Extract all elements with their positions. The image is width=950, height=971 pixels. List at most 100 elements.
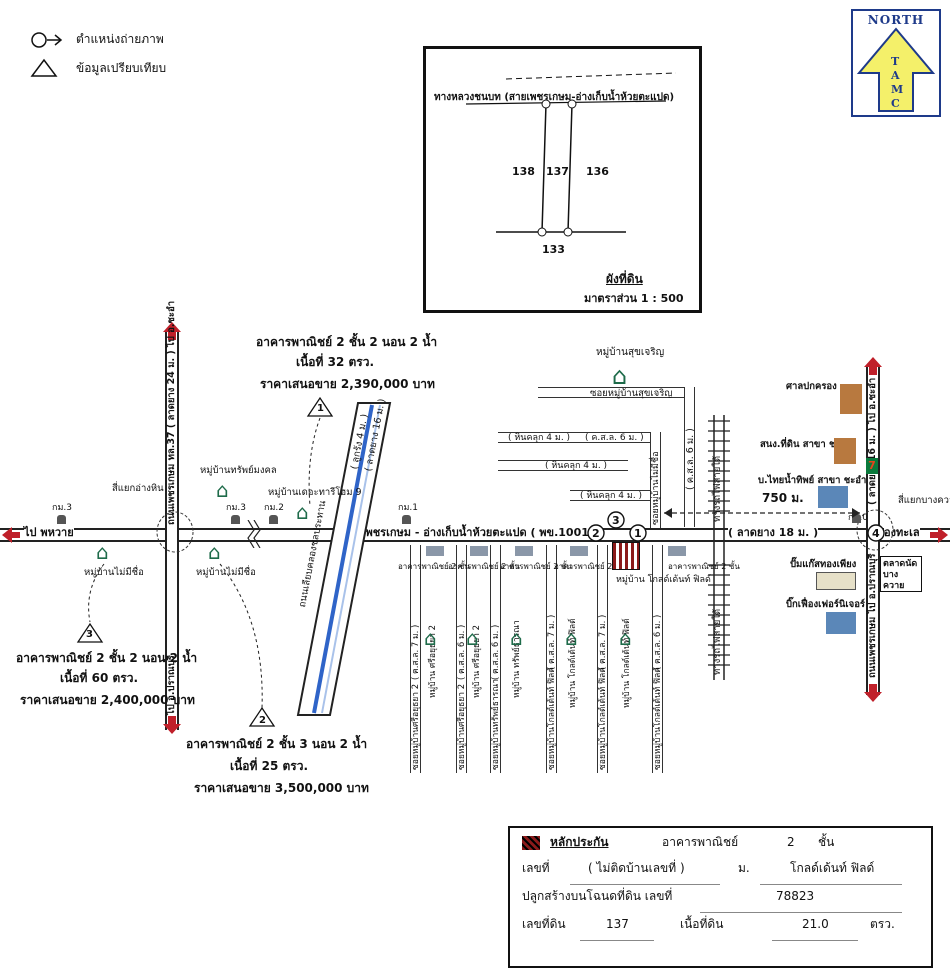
photo-point-2-label: 2	[592, 527, 600, 540]
land-office-building-icon	[834, 438, 856, 464]
railway	[708, 415, 730, 680]
legend-photo-position: ตำแหน่งถ่ายภาพ	[30, 30, 164, 49]
side-soi-2-village: หมู่บ้าน ศรีอยุธยา 2	[472, 625, 482, 698]
main-road-label: ถนนเพชรเกษม - อ่างเก็บน้ำห้วยตะแปด ( พข.…	[340, 526, 598, 539]
village-nameless-mid-label: หมู่บ้านไม่มีชื่อ	[196, 567, 256, 578]
side-soi-5-name: ซอยหมู่บ้านโกลด์เด้นท์ ฟิลด์	[598, 667, 608, 770]
comparison-1-number: 1	[317, 403, 324, 414]
railway-bottom-label: ทางรถไฟสายใต้	[712, 608, 723, 675]
collateral-floors: 2	[787, 835, 795, 849]
village-house-icon: ⌂	[612, 362, 628, 390]
collateral-number-label: เลขที่	[522, 861, 550, 875]
km-post-icon	[57, 515, 66, 524]
road-break-icon	[247, 520, 261, 548]
collateral-moo-value: โกลด์เด้นท์ ฟิลด์	[790, 861, 875, 875]
photo-position-icon	[31, 31, 63, 48]
side-soi-1-surface: ( ค.ส.ล. 7 ม. )	[411, 624, 421, 680]
village-house-icon: ⌂	[424, 626, 437, 650]
seven-eleven-icon: 7	[866, 458, 878, 474]
golden-field-village-label: หมู่บ้าน โกลด์เด้นท์ ฟิลด์	[616, 575, 711, 585]
side-soi-1-village: หมู่บ้าน ศรีอยุธยา 2	[428, 625, 438, 698]
shophouse-icon	[515, 546, 533, 556]
collateral-swatch	[522, 836, 540, 850]
photo-point-1	[629, 524, 647, 542]
shophouse-label: อาคารพาณิชย์ 2 ชั้น	[668, 562, 740, 571]
junction-right-label: สี่แยกบางควาย	[898, 495, 950, 506]
comparison-3-number: 3	[86, 629, 93, 640]
soi-kso6-right-label: ( ค.ส.ล. 6 ม. )	[685, 428, 696, 490]
photo-point-3-label: 3	[612, 514, 620, 527]
arrow-right-icon	[930, 527, 948, 543]
soi-kso6-mid-label: ( ค.ส.ล. 6 ม. )	[585, 433, 644, 443]
side-soi-2-name: ซอยหมู่บ้านศรีอยุธยา 2	[457, 683, 467, 770]
north-letter-a: A	[891, 69, 900, 82]
collateral-area-unit: ตรว.	[870, 917, 895, 931]
site-plan-drawing	[465, 72, 677, 237]
collateral-number-value: ( ไม่ติดบ้านเลขที่ )	[588, 861, 685, 875]
big-furniture-label: บิ๊กเฟื่องเฟอร์นิเจอร์	[786, 599, 865, 610]
comparison-2-building: อาคารพาณิชย์ 2 ชั้น 3 นอน 2 น้ำ	[186, 737, 368, 751]
market-box: ตลาดนัด บางควาย	[880, 556, 922, 592]
arrow-up-left-icon	[163, 322, 181, 340]
right-vertical-road-top-label: ( ลาดยาง 16 ม. ) ไป อ.ชะอำ	[867, 377, 878, 505]
collateral-number-underline	[570, 866, 720, 885]
left-vertical-road-label: ถนนเพชรเกษม ทล.37 ( ลาดยาง 24 ม. ) ไป อ.…	[166, 300, 177, 525]
arrow-left-icon	[2, 527, 20, 543]
collateral-land-no-label: เลขที่ดิน	[522, 917, 566, 931]
village-house-icon: ⌂	[466, 626, 479, 650]
km-post-icon	[852, 514, 861, 523]
side-soi-3-village: หมู่บ้าน ทรัพย์ธารณา	[512, 620, 522, 698]
collateral-type: อาคารพาณิชย์	[662, 835, 739, 849]
district-office-label: ศาลปกครอง	[786, 381, 837, 392]
shophouse-icon	[668, 546, 686, 556]
distance-750-line	[664, 508, 860, 518]
soi-hinkluk-1	[498, 432, 658, 443]
collateral-floors-unit: ชั้น	[818, 835, 835, 849]
plot-137: 137	[546, 165, 569, 178]
side-soi-6-surface: ( ค.ส.ล. 6 ม. )	[653, 614, 663, 670]
collateral-marker	[612, 542, 640, 570]
shophouse-label: อาคารพาณิชย์ 2 ชั้น	[448, 562, 520, 571]
side-soi-6-name: ซอยหมู่บ้านโกลด์เด้นท์ ฟิลด์	[653, 667, 663, 770]
photo-point-2	[587, 524, 605, 542]
collateral-land-no-value: 137	[606, 917, 629, 931]
km2-label: กม.2	[264, 503, 284, 513]
hinkluk-3-label: ( หินคลุก 4 ม. )	[580, 491, 643, 501]
gas-station-icon	[816, 572, 856, 590]
shophouse-icon	[426, 546, 444, 556]
side-soi-5	[597, 545, 608, 773]
north-letter-m: M	[891, 83, 904, 96]
to-phawai-label: ไป พหวาย	[24, 526, 74, 539]
side-soi-4-surface: ( ค.ส.ล. 7 ม. )	[547, 614, 557, 670]
site-plan-scale: มาตราส่วน 1 : 500	[584, 292, 684, 305]
comparison-2-area: เนื้อที่ 25 ตรว.	[230, 759, 309, 773]
market-label: ตลาดนัด บางควาย	[883, 559, 918, 591]
legend-comparison-data: ข้อมูลเปรียบเทียบ	[30, 58, 166, 78]
side-soi-2	[456, 545, 467, 773]
village-house-icon: ⌂	[208, 540, 221, 564]
km-post-icon	[402, 515, 411, 524]
plot-133: 133	[542, 243, 565, 256]
water-company-building-icon	[818, 486, 848, 508]
shophouse-label: อาคารพาณิชย์ 2 ชั้น	[554, 562, 626, 571]
shophouse-label: อาคารพาณิชย์ 2 ชั้น	[500, 562, 572, 571]
site-plan-title: ผังที่ดิน	[606, 272, 643, 286]
collateral-title: หลักประกัน	[550, 835, 609, 849]
km-post-icon	[269, 515, 278, 524]
side-soi-5-village: หมู่บ้าน โกลด์เด้นท์ ฟิลด์	[622, 618, 632, 708]
collateral-deed-label: ปลูกสร้างบนโฉนดที่ดิน เลขที่	[522, 889, 673, 903]
collateral-area-label: เนื้อที่ดิน	[680, 917, 724, 931]
village-tharirom-label: หมู่บ้านเดอะทารีโฮม 9	[268, 487, 362, 498]
side-soi-1-name: ซอยหมู่บ้านศรีอยุธยา 2	[411, 683, 421, 770]
canal-road	[296, 402, 392, 716]
soi-kso6-right	[684, 387, 695, 527]
village-nameless-left-label: หมู่บ้านไม่มีชื่อ	[84, 567, 144, 578]
soi-hinkluk-3	[570, 490, 660, 501]
village-house-icon: ⌂	[296, 500, 309, 524]
arrow-up-right-icon	[864, 357, 882, 375]
distance-750-label: 750 ม.	[762, 491, 804, 505]
comparison-1-marker	[306, 396, 334, 507]
district-office-building-icon	[840, 384, 862, 414]
side-soi-6	[652, 545, 663, 773]
arrow-down-right-icon	[864, 684, 882, 702]
